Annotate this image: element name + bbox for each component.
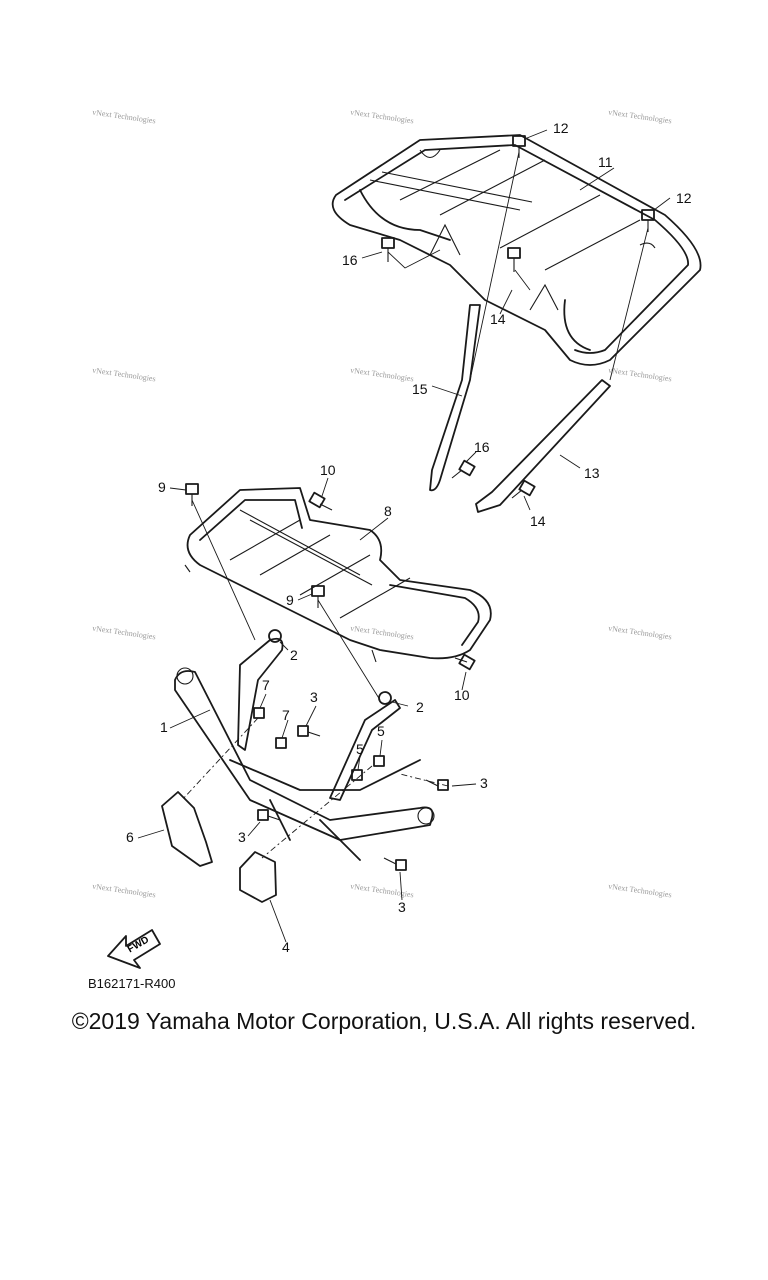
callout-3-upper: 3 — [310, 689, 318, 705]
bolt-12-right — [641, 209, 655, 232]
callout-9-top: 9 — [158, 479, 166, 495]
rear-rack-assembly — [331, 134, 702, 366]
parts-diagram: FWD 1 2 2 3 3 3 3 4 5 5 6 7 7 8 9 9 10 1… — [107, 120, 702, 969]
fwd-arrow-icon: FWD — [107, 929, 161, 969]
callout-14-bottom: 14 — [530, 513, 546, 529]
callout-11: 11 — [598, 154, 613, 170]
bolt-9-mid — [311, 585, 325, 608]
callout-12-right: 12 — [676, 190, 692, 206]
bolt-3-lower-left — [257, 809, 281, 821]
callout-5-right: 5 — [377, 723, 385, 739]
callout-3-right: 3 — [480, 775, 488, 791]
callout-3-lower-left: 3 — [238, 829, 246, 845]
cover-right — [239, 851, 277, 903]
bolt-3-right — [425, 779, 449, 791]
bolt-5-left — [351, 769, 363, 781]
bolt-9-top — [185, 483, 199, 506]
callout-15: 15 — [412, 381, 428, 397]
callout-7-left: 7 — [262, 677, 270, 693]
bolt-14-top — [507, 247, 521, 272]
carrier-frame — [174, 637, 435, 861]
callout-2-left: 2 — [290, 647, 298, 663]
copyright-notice: ©2019 Yamaha Motor Corporation, U.S.A. A… — [71, 1008, 697, 1034]
rack-stay-right — [475, 379, 611, 513]
bolt-5-right — [373, 755, 385, 767]
grommet-2-right — [378, 691, 392, 705]
callout-12-top: 12 — [553, 120, 569, 136]
callout-9-mid: 9 — [286, 592, 294, 608]
callout-5-left: 5 — [356, 741, 364, 757]
callout-10-bottom: 10 — [454, 687, 470, 703]
callout-2-right: 2 — [416, 699, 424, 715]
callout-14-top: 14 — [490, 311, 506, 327]
bolt-7-left — [253, 707, 265, 719]
callout-8: 8 — [384, 503, 392, 519]
callout-7-right: 7 — [282, 707, 290, 723]
bolt-14-mid — [511, 479, 536, 499]
bolt-3-upper — [297, 725, 321, 737]
bolt-10-top — [308, 491, 333, 511]
callout-16-mid: 16 — [474, 439, 490, 455]
bolt-7-right — [275, 737, 287, 749]
callout-3-lower-right: 3 — [398, 899, 406, 915]
bolt-16-mid — [451, 459, 476, 479]
callout-6: 6 — [126, 829, 134, 845]
callout-13: 13 — [584, 465, 600, 481]
callout-16-top: 16 — [342, 252, 358, 268]
cover-left — [161, 791, 213, 867]
bolt-12-left — [512, 135, 526, 158]
bolt-10-bottom — [454, 653, 476, 671]
grommet-2-left — [268, 629, 282, 643]
callout-10-top: 10 — [320, 462, 336, 478]
bolt-16-top — [381, 237, 395, 262]
callout-4: 4 — [282, 939, 290, 955]
figure-code: B162171-R400 — [88, 976, 176, 991]
rack-stay-left — [429, 304, 481, 492]
callout-1: 1 — [160, 719, 168, 735]
bolt-3-lower-right — [383, 857, 407, 871]
front-rack-assembly — [184, 487, 492, 663]
